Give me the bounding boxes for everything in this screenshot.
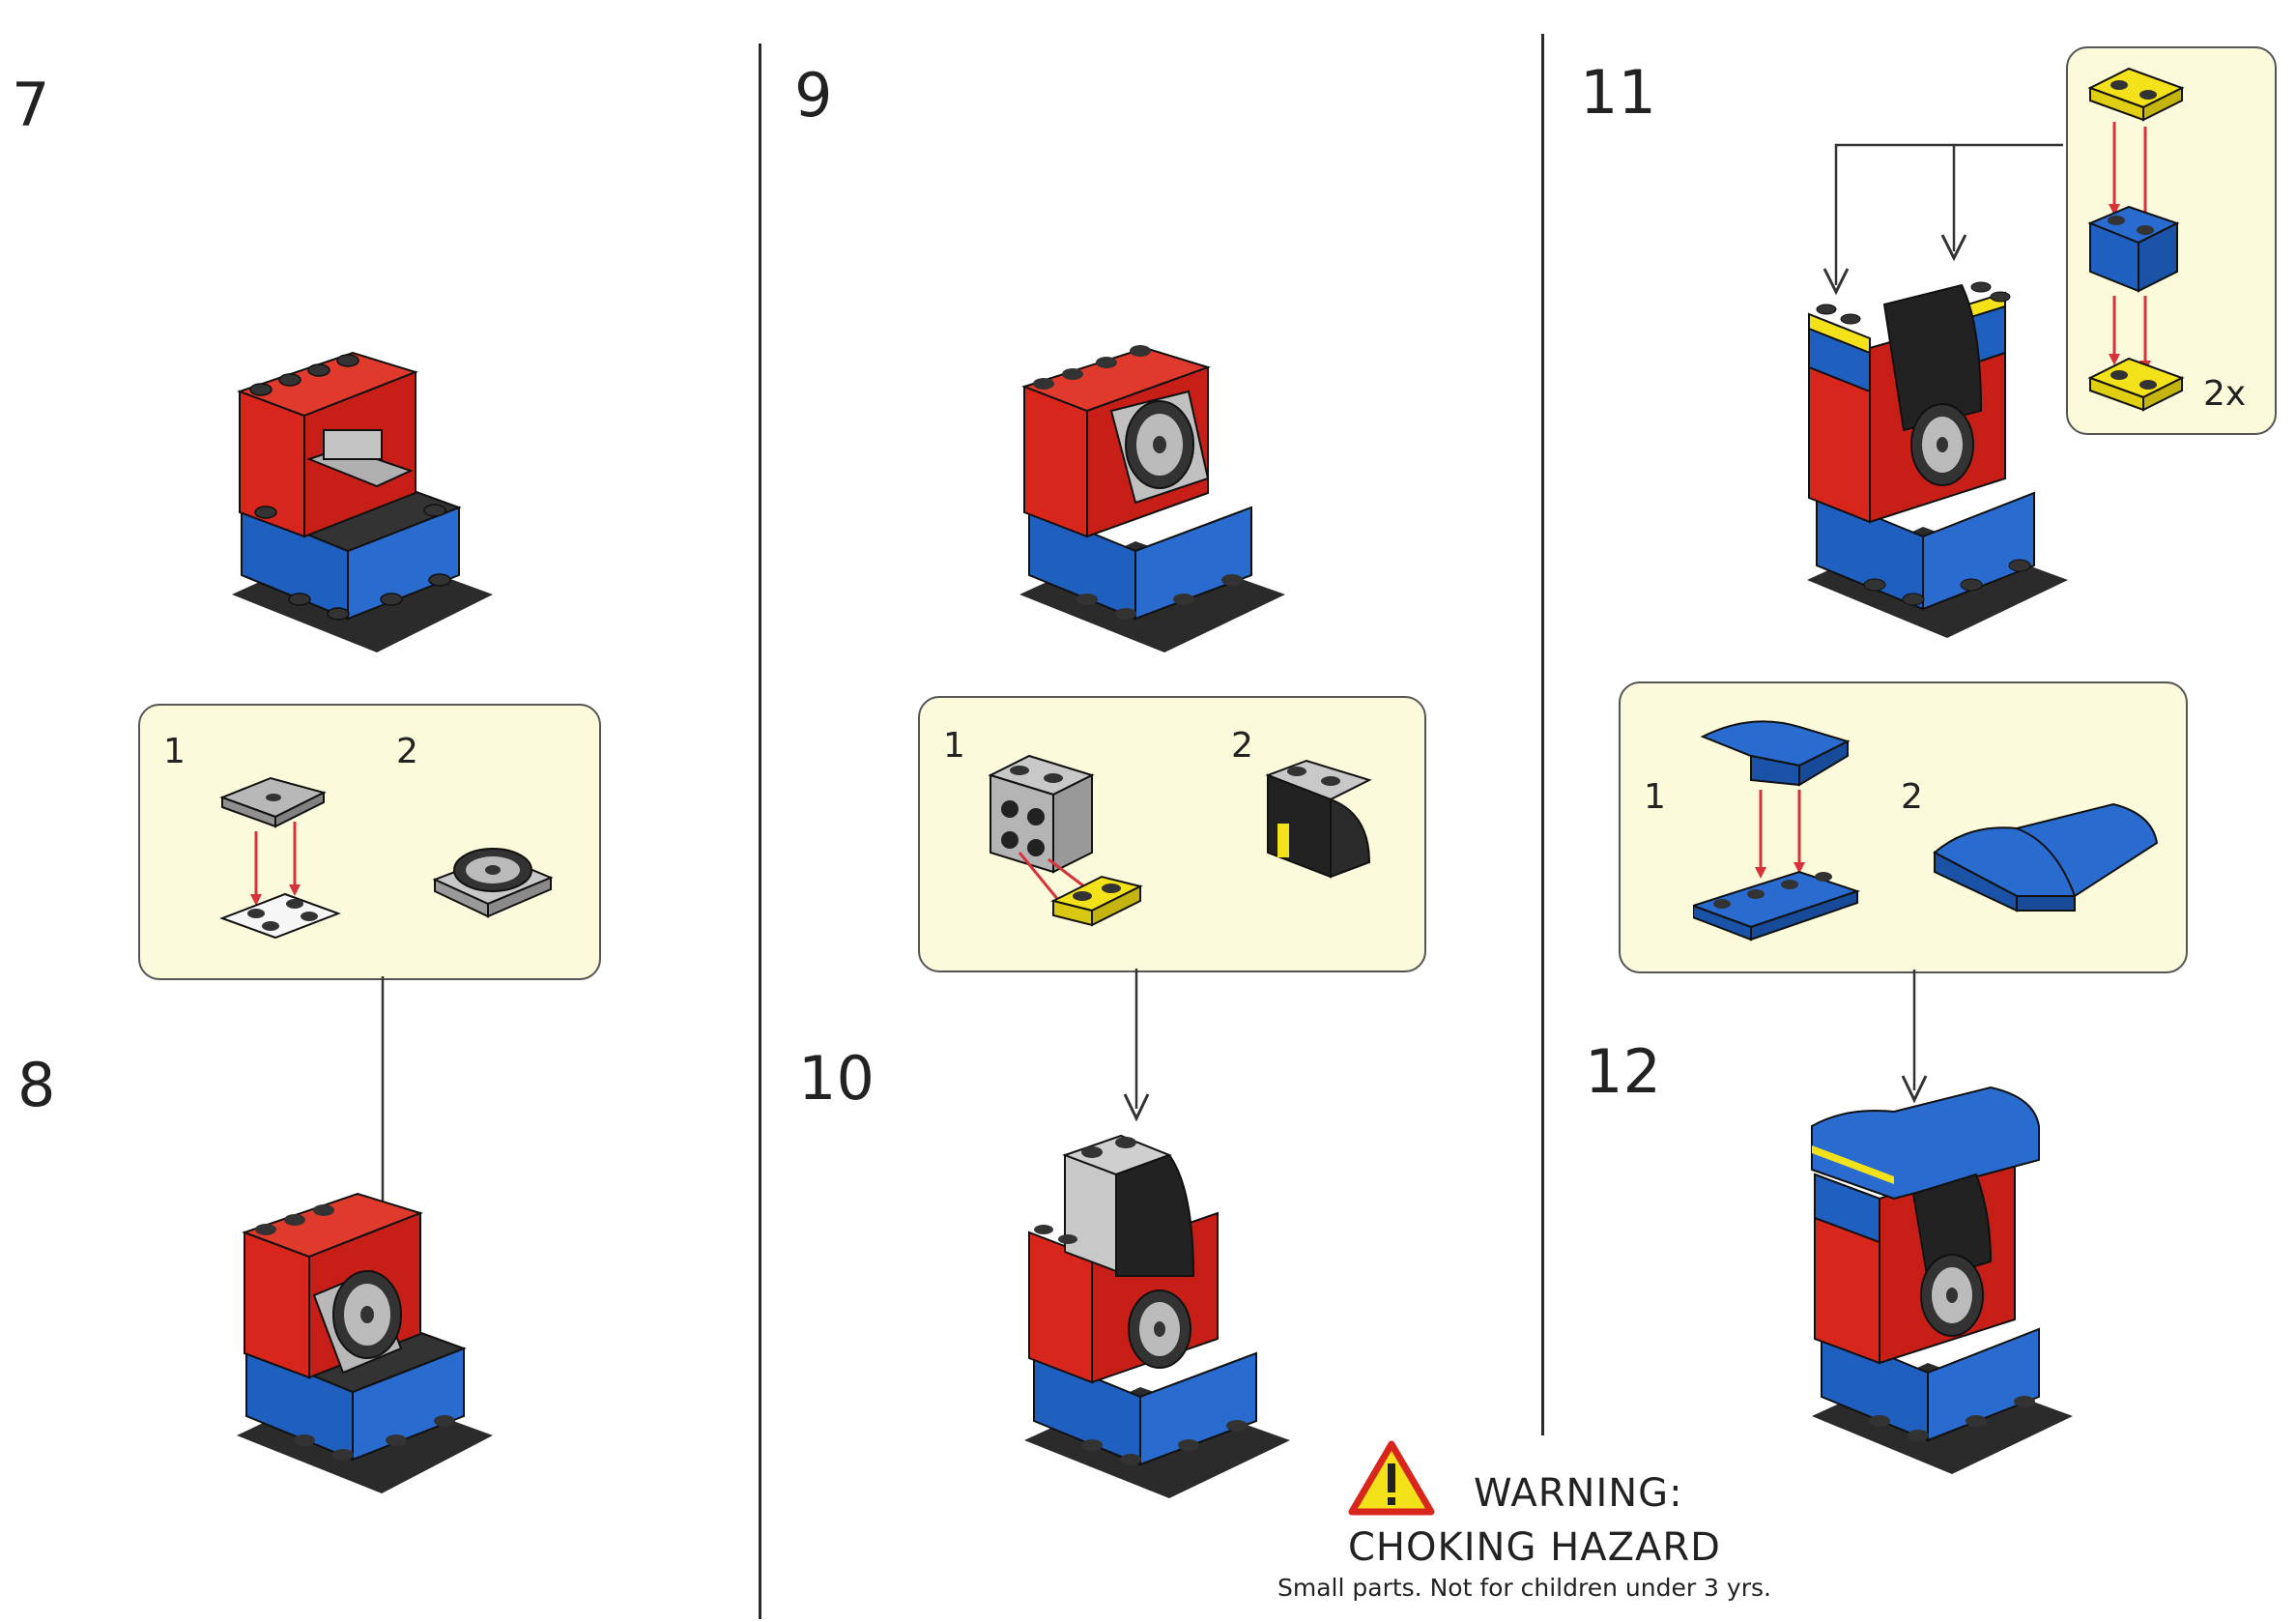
column-divider-right [1541, 34, 1544, 1435]
step-10-model-illustration [1024, 1134, 1290, 1498]
callout-substep-1: 1 [163, 732, 186, 771]
step-12-callout: 1 2 [1619, 681, 2188, 973]
step-9-to-10-arrow [1123, 969, 1150, 1122]
callout-substep-2: 2 [1231, 726, 1253, 766]
callout-substep-2: 2 [1901, 777, 1923, 817]
step-7-callout: 1 2 [138, 704, 601, 980]
quantity-label: 2x [2203, 374, 2247, 414]
step-8-model-illustration [237, 1192, 493, 1493]
step-11-model-illustration [1807, 281, 2068, 638]
step-11-callout: 2x [2066, 46, 2277, 435]
warning-detail: Small parts. Not for children under 3 yr… [1277, 1574, 1771, 1602]
callout-substep-2: 2 [396, 732, 418, 771]
step-number-10: 10 [798, 1043, 875, 1114]
step-number-12: 12 [1585, 1036, 1661, 1107]
step-11-pointer-arrows [1822, 143, 2063, 296]
step-12-callout-arrow [1901, 970, 1928, 1104]
warning-hazard: CHOKING HAZARD [1348, 1525, 1721, 1570]
warning-triangle-icon [1348, 1440, 1435, 1516]
callout-substep-1: 1 [1644, 777, 1666, 817]
step-9-model-illustration [1019, 345, 1285, 652]
stacked-plates-assembly [2087, 67, 2185, 412]
substep-2-steering-wheel-assembly [432, 848, 554, 918]
substep-2-double-curved-roof [1933, 802, 2159, 912]
step-number-7: 7 [12, 70, 50, 140]
substep-2-slope-brick [1265, 759, 1372, 879]
column-divider-left [759, 43, 761, 1619]
substep-1-brick-with-yellow-plate [988, 754, 1143, 927]
substep-1-plate-assembly [219, 776, 341, 940]
step-7-model-illustration [232, 351, 493, 652]
step-12-model-illustration [1811, 1086, 2073, 1474]
step-number-11: 11 [1580, 57, 1656, 128]
substep-1-curved-slope-on-plate [1693, 720, 1861, 941]
step-9-callout: 1 2 [918, 696, 1426, 972]
callout-substep-1: 1 [943, 726, 965, 766]
step-number-9: 9 [794, 60, 833, 130]
warning-title: WARNING: [1474, 1471, 1683, 1516]
step-number-8: 8 [17, 1050, 56, 1120]
